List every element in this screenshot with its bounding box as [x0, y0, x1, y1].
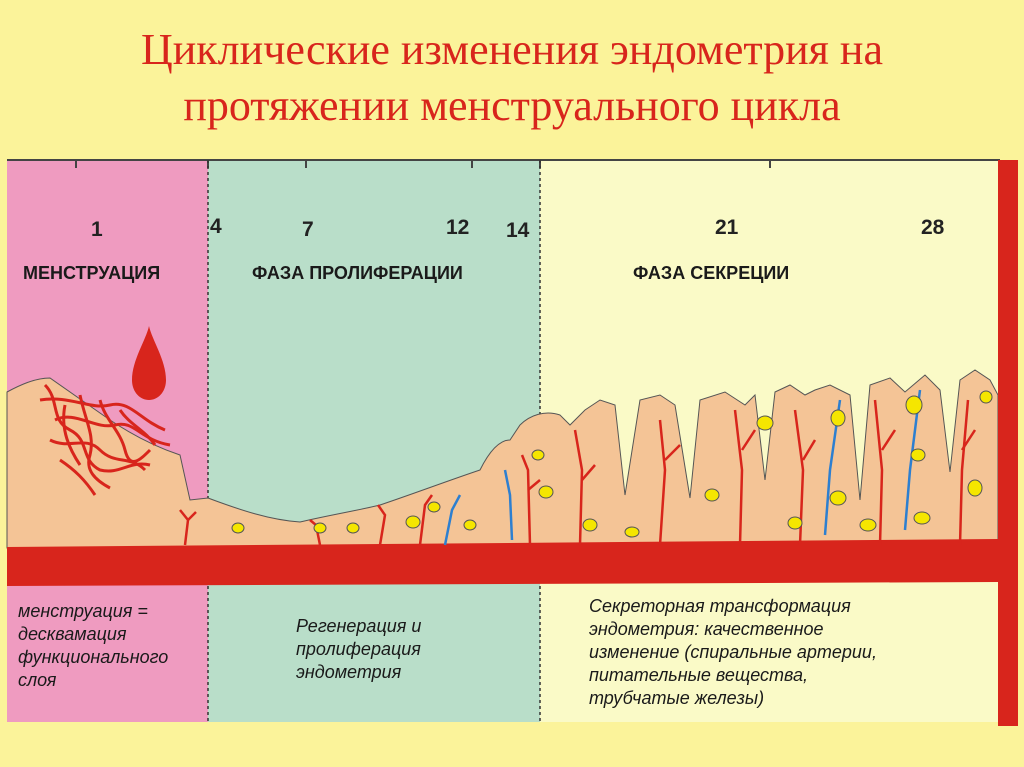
- day-12: 12: [446, 216, 470, 239]
- basal-layer: [7, 539, 998, 586]
- day-14: 14: [506, 219, 530, 242]
- glands: [231, 390, 993, 538]
- day-4: 4: [210, 215, 222, 238]
- shedding-vessels: [39, 383, 171, 496]
- desc-proliferation-line-3: эндометрия: [296, 662, 402, 682]
- day-21: 21: [715, 216, 739, 239]
- desc-menstruation-line-2: десквамация: [18, 624, 127, 644]
- phase-label-secretion: ФАЗА СЕКРЕЦИИ: [633, 263, 790, 283]
- desc-menstruation-line-1: менструация =: [18, 601, 148, 621]
- blood-drop-icon: [132, 326, 166, 400]
- proliferation-zone: [208, 160, 540, 722]
- desc-secretion-line-1: Секреторная трансформация: [589, 596, 851, 616]
- day-1: 1: [91, 218, 103, 241]
- spiral-arteries: [179, 399, 977, 546]
- description-menstruation: менструация = десквамация функциональног…: [18, 600, 168, 692]
- desc-menstruation-line-3: функционального: [18, 647, 169, 667]
- desc-menstruation-line-4: слоя: [18, 670, 57, 690]
- diagram-title: Циклические изменения эндометрия на прот…: [0, 22, 1024, 134]
- desc-proliferation-line-2: пролиферация: [296, 639, 421, 659]
- phase-dividers: [207, 160, 541, 722]
- title-line-2: протяжении менструального цикла: [183, 81, 841, 130]
- description-secretion: Секреторная трансформация эндометрия: ка…: [589, 595, 877, 710]
- desc-secretion-line-3: изменение (спиральные артерии,: [589, 642, 877, 662]
- desc-secretion-line-4: питательные вещества,: [589, 665, 809, 685]
- day-28: 28: [921, 216, 945, 239]
- desc-proliferation-line-1: Регенерация и: [296, 616, 422, 636]
- day-7: 7: [302, 218, 314, 241]
- desc-secretion-line-5: трубчатые железы): [589, 688, 765, 708]
- title-line-1: Циклические изменения эндометрия на: [140, 25, 883, 74]
- description-proliferation: Регенерация и пролиферация эндометрия: [296, 615, 421, 684]
- phase-label-proliferation: ФАЗА ПРОЛИФЕРАЦИИ: [252, 263, 463, 283]
- desc-secretion-line-2: эндометрия: качественное: [589, 619, 824, 639]
- phase-label-menstruation: МЕНСТРУАЦИЯ: [23, 263, 161, 283]
- right-edge-bar: [998, 160, 1018, 726]
